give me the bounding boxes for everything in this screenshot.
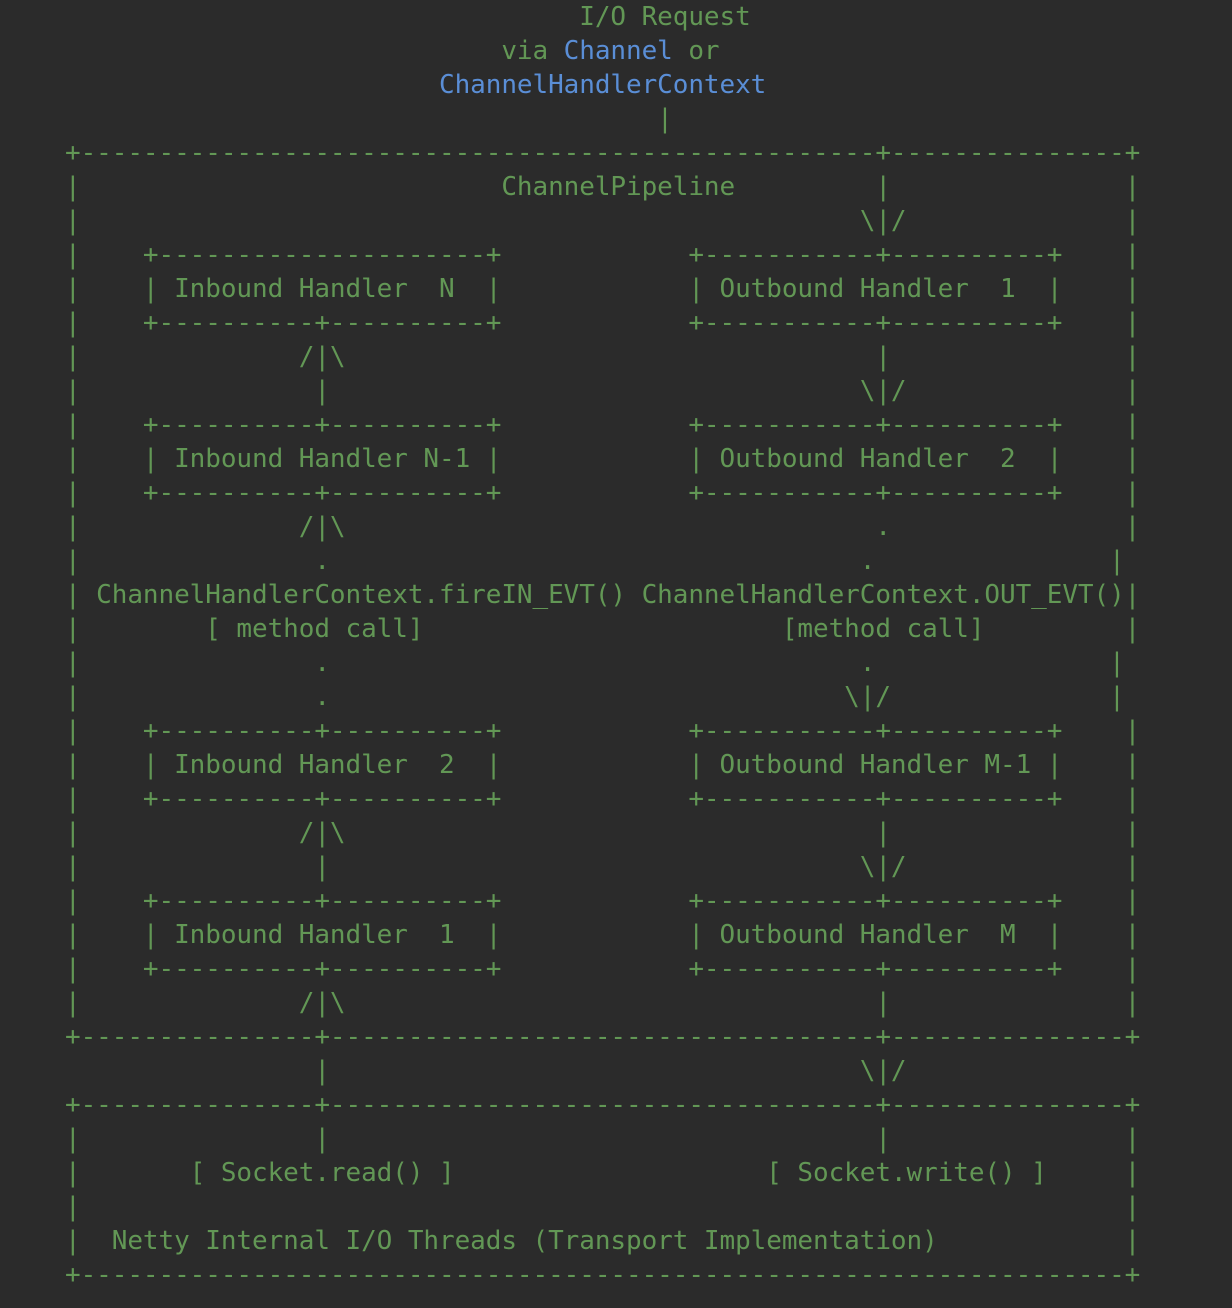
diagram-line: | +----------+----------+ +-----------+-… (65, 716, 1141, 746)
channel-handler-context-link[interactable]: ChannelHandlerContext (439, 70, 767, 100)
header-line: I/O Request (65, 0, 1140, 34)
diagram-line: | | Inbound Handler 1 | | Outbound Handl… (65, 920, 1141, 950)
diagram-line: +---------------+-----------------------… (65, 1090, 1141, 1120)
diagram-line: | | | | (65, 1124, 1141, 1154)
header-line: ChannelHandlerContext (65, 68, 1140, 102)
diagram-line: | [ Socket.read() ] [ Socket.write() ] | (65, 1158, 1141, 1188)
diagram-line: | | Inbound Handler N-1 | | Outbound Han… (65, 444, 1141, 474)
diagram-line: | | Inbound Handler N | | Outbound Handl… (65, 274, 1141, 304)
diagram-line: | . . | (65, 546, 1125, 576)
diagram-line: | | Inbound Handler 2 | | Outbound Handl… (65, 750, 1141, 780)
diagram-line: | /|\ | | (65, 342, 1141, 372)
diagram-line: | . . | (65, 648, 1125, 678)
header-text: I/O Request (65, 2, 751, 32)
diagram-line: | \|/ (65, 1056, 907, 1086)
header-text: or (672, 36, 720, 66)
diagram-line: +---------------------------------------… (65, 138, 1141, 168)
diagram-line: | \|/ | (65, 206, 1141, 236)
channel-pipeline-diagram: I/O Request via Channel or ChannelHandle… (65, 0, 1140, 1292)
diagram-line: | /|\ | | (65, 818, 1141, 848)
header-line: via Channel or (65, 34, 1140, 68)
header-text (65, 70, 439, 100)
diagram-line: | +----------+----------+ +-----------+-… (65, 784, 1141, 814)
diagram-line: +---------------+-----------------------… (65, 1022, 1141, 1052)
diagram-line: | +----------+----------+ +-----------+-… (65, 478, 1141, 508)
diagram-line: | | (65, 1192, 1141, 1222)
diagram-line: | +----------+----------+ +-----------+-… (65, 886, 1141, 916)
diagram-line: | | \|/ | (65, 852, 1141, 882)
header-line: | (65, 102, 1140, 136)
diagram-line: | . \|/ | (65, 682, 1125, 712)
header-text: | (65, 104, 673, 134)
diagram-line: +---------------------------------------… (65, 1260, 1141, 1290)
diagram-line: | +---------------------+ +-----------+-… (65, 240, 1141, 270)
diagram-line: | ChannelHandlerContext.fireIN_EVT() Cha… (65, 580, 1141, 610)
diagram-line: | +----------+----------+ +-----------+-… (65, 410, 1141, 440)
diagram-line: | +----------+----------+ +-----------+-… (65, 308, 1141, 338)
diagram-line: | | \|/ | (65, 376, 1141, 406)
diagram-line: | [ method call] [method call] | (65, 614, 1141, 644)
diagram-line: | /|\ | | (65, 988, 1141, 1018)
diagram-line: | +----------+----------+ +-----------+-… (65, 954, 1141, 984)
diagram-line: | ChannelPipeline | | (65, 172, 1141, 202)
diagram-line: | Netty Internal I/O Threads (Transport … (65, 1226, 1141, 1256)
header-text: via (65, 36, 564, 66)
channel-link[interactable]: Channel (563, 36, 673, 66)
diagram-line: | /|\ . | (65, 512, 1141, 542)
